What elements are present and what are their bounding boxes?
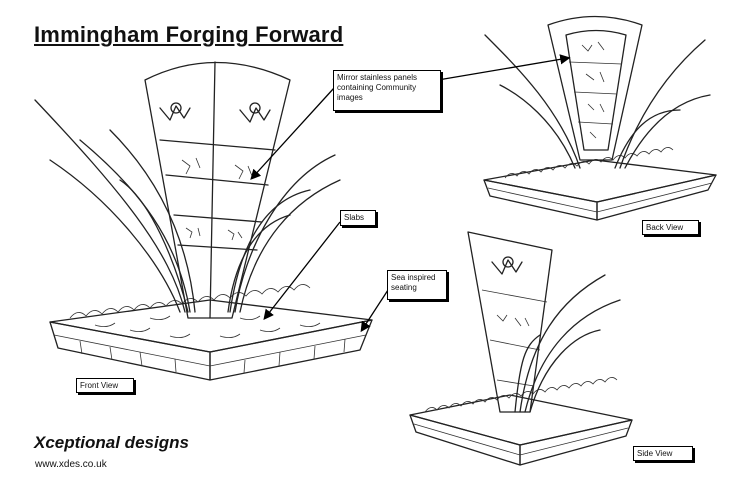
front-view-label: Front View [76,378,134,393]
slabs-label: Slabs [340,210,376,226]
sea-seating-label: Sea inspired seating [387,270,447,300]
back-view-sculpture [483,15,717,221]
front-view-sculpture [34,61,373,381]
brand-name: Xceptional designs [34,433,189,452]
annotation-arrows [250,54,571,333]
back-view-label: Back View [642,220,699,235]
brand-url: www.xdes.co.uk [35,459,107,470]
side-view-label: Side View [633,446,693,461]
mirror-panels-label: Mirror stainless panels containing Commu… [333,70,441,111]
side-view-sculpture [409,231,633,466]
page-title: Immingham Forging Forward [34,22,344,47]
